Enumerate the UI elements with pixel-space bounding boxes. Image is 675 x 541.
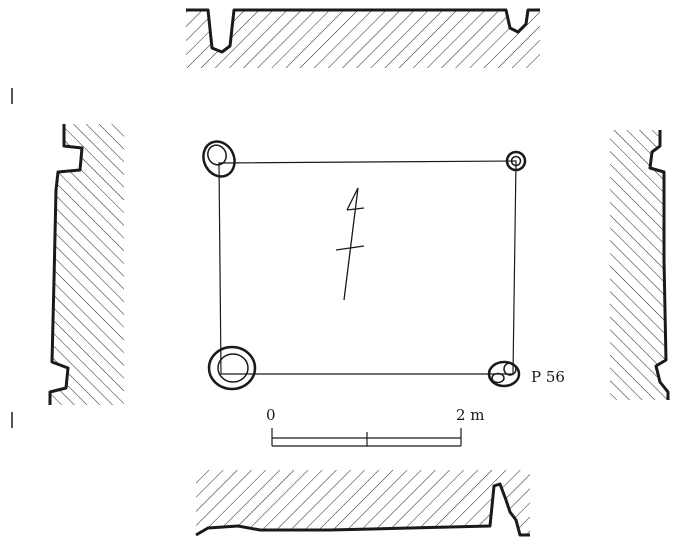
scale-bar xyxy=(271,428,462,447)
posthole-top-right xyxy=(505,150,527,172)
bottom-section-profile xyxy=(195,470,530,537)
pit-label: P 56 xyxy=(531,368,565,386)
left-section-profile xyxy=(11,88,124,428)
top-section-profile xyxy=(186,8,540,68)
posthole-top-left xyxy=(202,140,236,178)
building-outline xyxy=(218,160,517,375)
posthole-bottom-left xyxy=(207,345,257,391)
north-arrow-icon xyxy=(335,187,365,301)
scale-end-label: 2 m xyxy=(456,406,485,424)
posthole-p56 xyxy=(487,360,521,388)
scale-start-label: 0 xyxy=(266,406,276,424)
right-section-profile xyxy=(610,130,670,400)
